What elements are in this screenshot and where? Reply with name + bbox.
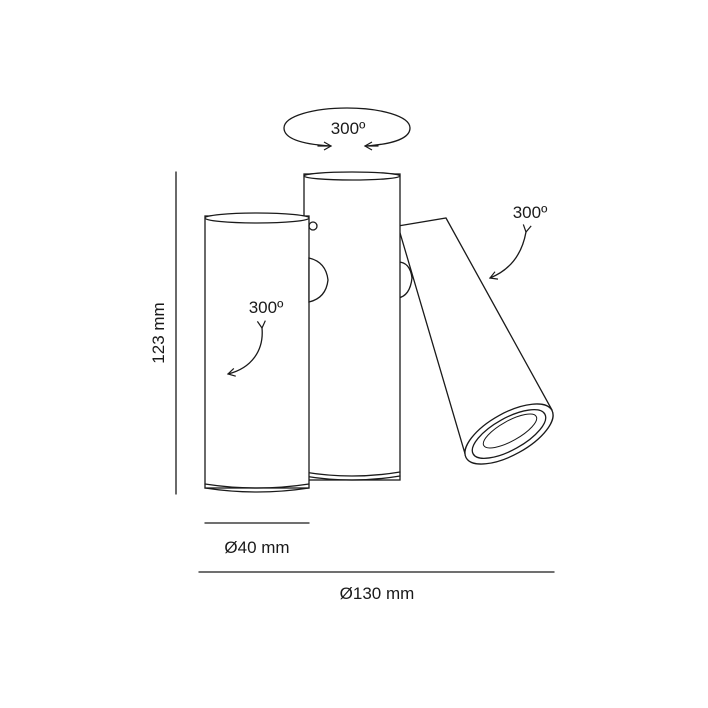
- small-diameter-label: Ø40 mm: [224, 538, 289, 557]
- left-spotlight-base-rim: [204, 483, 310, 489]
- left-spotlight-top-cap: [204, 212, 310, 224]
- rotation-indicator-right: 300º: [488, 203, 548, 280]
- right-spotlight: [397, 217, 554, 465]
- left-pivot-joint: [308, 257, 329, 303]
- left-rotation-label: 300º: [249, 298, 284, 317]
- right-spotlight-reflector: [482, 413, 538, 449]
- left-spotlight: [204, 212, 329, 493]
- height-label: 123 mm: [149, 302, 168, 363]
- right-rotation-label: 300º: [513, 203, 548, 222]
- central-column-top-cap: [303, 171, 401, 181]
- rotation-indicator-left: 300º: [226, 298, 284, 377]
- height-dimension: 123 mm: [149, 171, 177, 495]
- right-pivot-joint: [397, 261, 413, 299]
- central-column-body: [303, 173, 401, 481]
- left-spotlight-screw: [308, 221, 318, 231]
- left-spotlight-base-rim-inner: [204, 487, 310, 493]
- right-spotlight-lens: [471, 409, 547, 459]
- left-rotation-arrow: [226, 320, 266, 377]
- right-rotation-arrow: [488, 224, 532, 280]
- total-diameter-label: Ø130 mm: [340, 584, 415, 603]
- central-column-base-rim-inner: [303, 475, 401, 481]
- top-rotation-ellipse: [283, 107, 411, 147]
- total-diameter-dimension: Ø130 mm: [198, 571, 555, 603]
- left-spotlight-body: [204, 215, 310, 489]
- central-column-base-rim: [303, 471, 401, 477]
- central-column: [303, 171, 401, 481]
- top-rotation-label: 300º: [331, 119, 366, 138]
- rotation-indicator-top: 300º: [283, 107, 411, 151]
- right-spotlight-rim: [464, 403, 554, 465]
- small-diameter-dimension: Ø40 mm: [204, 522, 310, 557]
